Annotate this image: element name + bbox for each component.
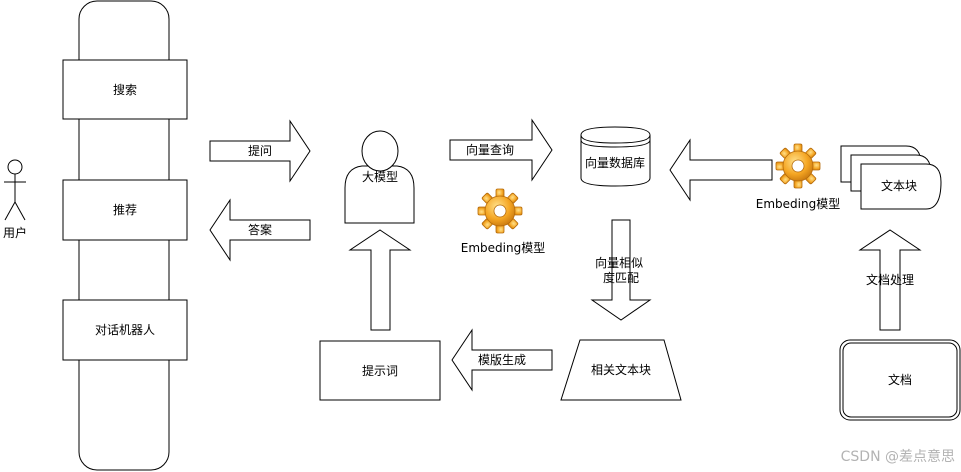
vector-query-arrow [449,118,553,182]
answer-arrow [209,198,311,262]
search-box [62,59,188,120]
related-chunks-label: 相关文本块 [591,362,651,377]
prompt-label: 提示词 [362,363,398,378]
vector-query-label: 向量查询 [466,142,514,157]
llm-label: 大模型 [362,170,398,184]
chatbot-label: 对话机器人 [95,323,155,337]
template-generate-label: 模版生成 [478,353,526,367]
doc-processing-label: 文档处理 [866,272,914,287]
person-icon [344,130,415,224]
similarity-match-arrow [590,219,652,321]
recommend-box [62,179,188,241]
actor-icon [4,159,26,221]
embedding-right-label: Embeding模型 [756,197,840,211]
text-chunks-label: 文本块 [881,178,917,193]
answer-label: 答案 [248,222,272,237]
user-label: 用户 [3,225,27,240]
document-label: 文档 [888,372,912,387]
embedding-center-label: Embeding模型 [461,241,545,255]
ask-arrow [209,119,311,183]
search-label: 搜索 [113,82,137,97]
ask-label: 提问 [248,143,272,158]
template-generate-arrow [451,328,553,392]
text-chunks-stack [840,145,942,210]
related-chunks-node [560,339,682,401]
gear-icon [477,188,523,234]
prompt-to-llm-arrow [348,229,412,331]
document-box [839,339,961,421]
chatbot-box [62,299,188,361]
similarity-match-label: 向量相似 度匹配 [595,255,647,285]
vector-db-label: 向量数据库 [585,155,645,170]
database-icon [580,126,651,187]
watermark: CSDN @差点意思 [841,448,955,465]
embedding-to-db-arrow [669,138,773,202]
document-box-inner [842,342,958,418]
recommend-label: 推荐 [113,203,137,217]
gear-icon [775,143,821,189]
doc-processing-arrow [858,229,922,331]
prompt-box [319,340,441,401]
